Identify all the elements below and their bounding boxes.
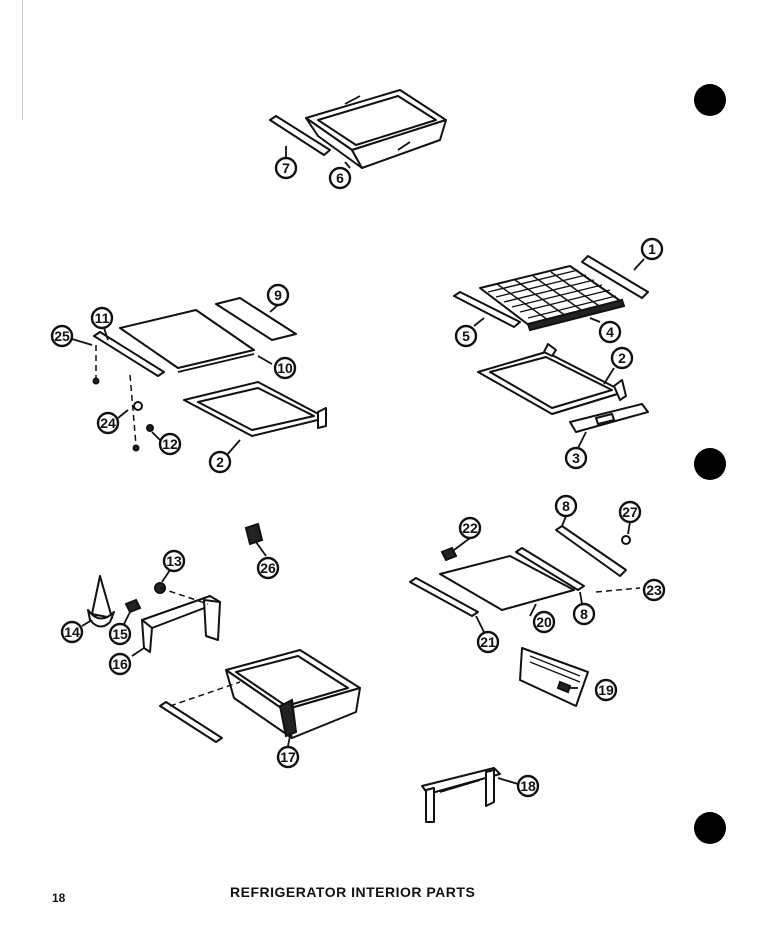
shelf-frame-right (477, 343, 627, 415)
svg-text:11: 11 (95, 310, 110, 326)
page-number: 18 (52, 891, 66, 905)
callout-6: 6 (328, 166, 352, 190)
bracket-18 (421, 767, 501, 823)
svg-text:3: 3 (572, 450, 580, 466)
bracket-26 (244, 522, 264, 546)
svg-text:20: 20 (536, 614, 552, 630)
svg-text:22: 22 (462, 520, 478, 536)
svg-text:27: 27 (622, 504, 638, 520)
svg-text:15: 15 (112, 626, 128, 642)
shelf-panel-20 (439, 555, 575, 611)
leader-lines (71, 146, 645, 785)
shelf-trim-front (93, 331, 165, 377)
svg-text:16: 16 (112, 656, 128, 672)
svg-text:2: 2 (216, 454, 224, 470)
drawer-rail-top (269, 115, 331, 156)
callout-8-top: 8 (554, 494, 578, 518)
egg-holder (87, 575, 115, 628)
binder-hole-middle (694, 448, 726, 480)
callout-10: 10 (273, 356, 297, 380)
callout-22: 22 (458, 516, 482, 540)
callout-9: 9 (266, 283, 290, 307)
wire-shelf (479, 265, 626, 332)
callout-8-bottom: 8 (572, 602, 596, 626)
shelf-rail-right (581, 255, 649, 299)
drawer-cover-16 (141, 587, 221, 653)
callout-27: 27 (618, 500, 642, 524)
svg-text:24: 24 (100, 415, 116, 431)
shelf-support-right (569, 403, 649, 433)
callout-5: 5 (454, 324, 478, 348)
shelf-fasteners (92, 345, 154, 452)
callout-15: 15 (108, 622, 132, 646)
svg-text:8: 8 (562, 498, 570, 514)
callout-1: 1 (640, 237, 664, 261)
svg-text:2: 2 (618, 350, 626, 366)
shelf-trim-rear (215, 297, 297, 341)
crisper-drawer-top (305, 89, 447, 169)
callout-16: 16 (108, 652, 132, 676)
callout-13: 13 (162, 549, 186, 573)
glass-shelf (119, 309, 255, 373)
callout-21: 21 (476, 630, 500, 654)
shelf-trim-8-rear (555, 525, 627, 577)
svg-text:7: 7 (282, 160, 290, 176)
svg-text:6: 6 (336, 170, 344, 186)
clip-15 (124, 598, 142, 614)
svg-text:25: 25 (54, 328, 70, 344)
svg-text:8: 8 (580, 606, 588, 622)
page-title: REFRIGERATOR INTERIOR PARTS (230, 884, 476, 900)
svg-text:19: 19 (598, 682, 614, 698)
svg-text:4: 4 (606, 324, 614, 340)
svg-text:17: 17 (280, 749, 296, 765)
clip-22 (440, 546, 458, 562)
callout-19: 19 (594, 678, 618, 702)
callout-25: 25 (50, 324, 74, 348)
svg-text:10: 10 (277, 360, 293, 376)
callout-4: 4 (598, 320, 622, 344)
svg-text:1: 1 (648, 241, 656, 257)
binder-hole-bottom (694, 812, 726, 844)
crisper-drawer-bottom (225, 649, 361, 739)
callout-17: 17 (276, 745, 300, 769)
callout-24: 24 (96, 411, 120, 435)
clip-27 (621, 535, 631, 545)
svg-text:14: 14 (64, 624, 80, 640)
callout-11: 11 (90, 306, 114, 330)
callout-18: 18 (516, 774, 540, 798)
callout-23: 23 (642, 578, 666, 602)
svg-text:5: 5 (462, 328, 470, 344)
callout-20: 20 (532, 610, 556, 634)
svg-text:18: 18 (520, 778, 536, 794)
callout-26: 26 (256, 556, 280, 580)
drawer-rail-bottom (159, 681, 241, 743)
control-panel-19 (519, 647, 589, 707)
svg-text:12: 12 (162, 436, 178, 452)
shelf-rail-left (453, 291, 521, 328)
binder-hole-top (694, 84, 726, 116)
callout-12: 12 (158, 432, 182, 456)
shelf-frame-left (183, 381, 327, 437)
callout-7: 7 (274, 156, 298, 180)
shelf-trim-21 (409, 577, 479, 617)
callout-14: 14 (60, 620, 84, 644)
svg-text:23: 23 (646, 582, 662, 598)
shelf-trim-8-front (515, 547, 585, 591)
margin-line (22, 0, 23, 120)
callout-3: 3 (564, 446, 588, 470)
callout-2-right: 2 (610, 346, 634, 370)
svg-text:13: 13 (166, 553, 182, 569)
svg-text:21: 21 (480, 634, 496, 650)
svg-text:26: 26 (260, 560, 276, 576)
callout-2-left: 2 (208, 450, 232, 474)
svg-text:9: 9 (274, 287, 282, 303)
